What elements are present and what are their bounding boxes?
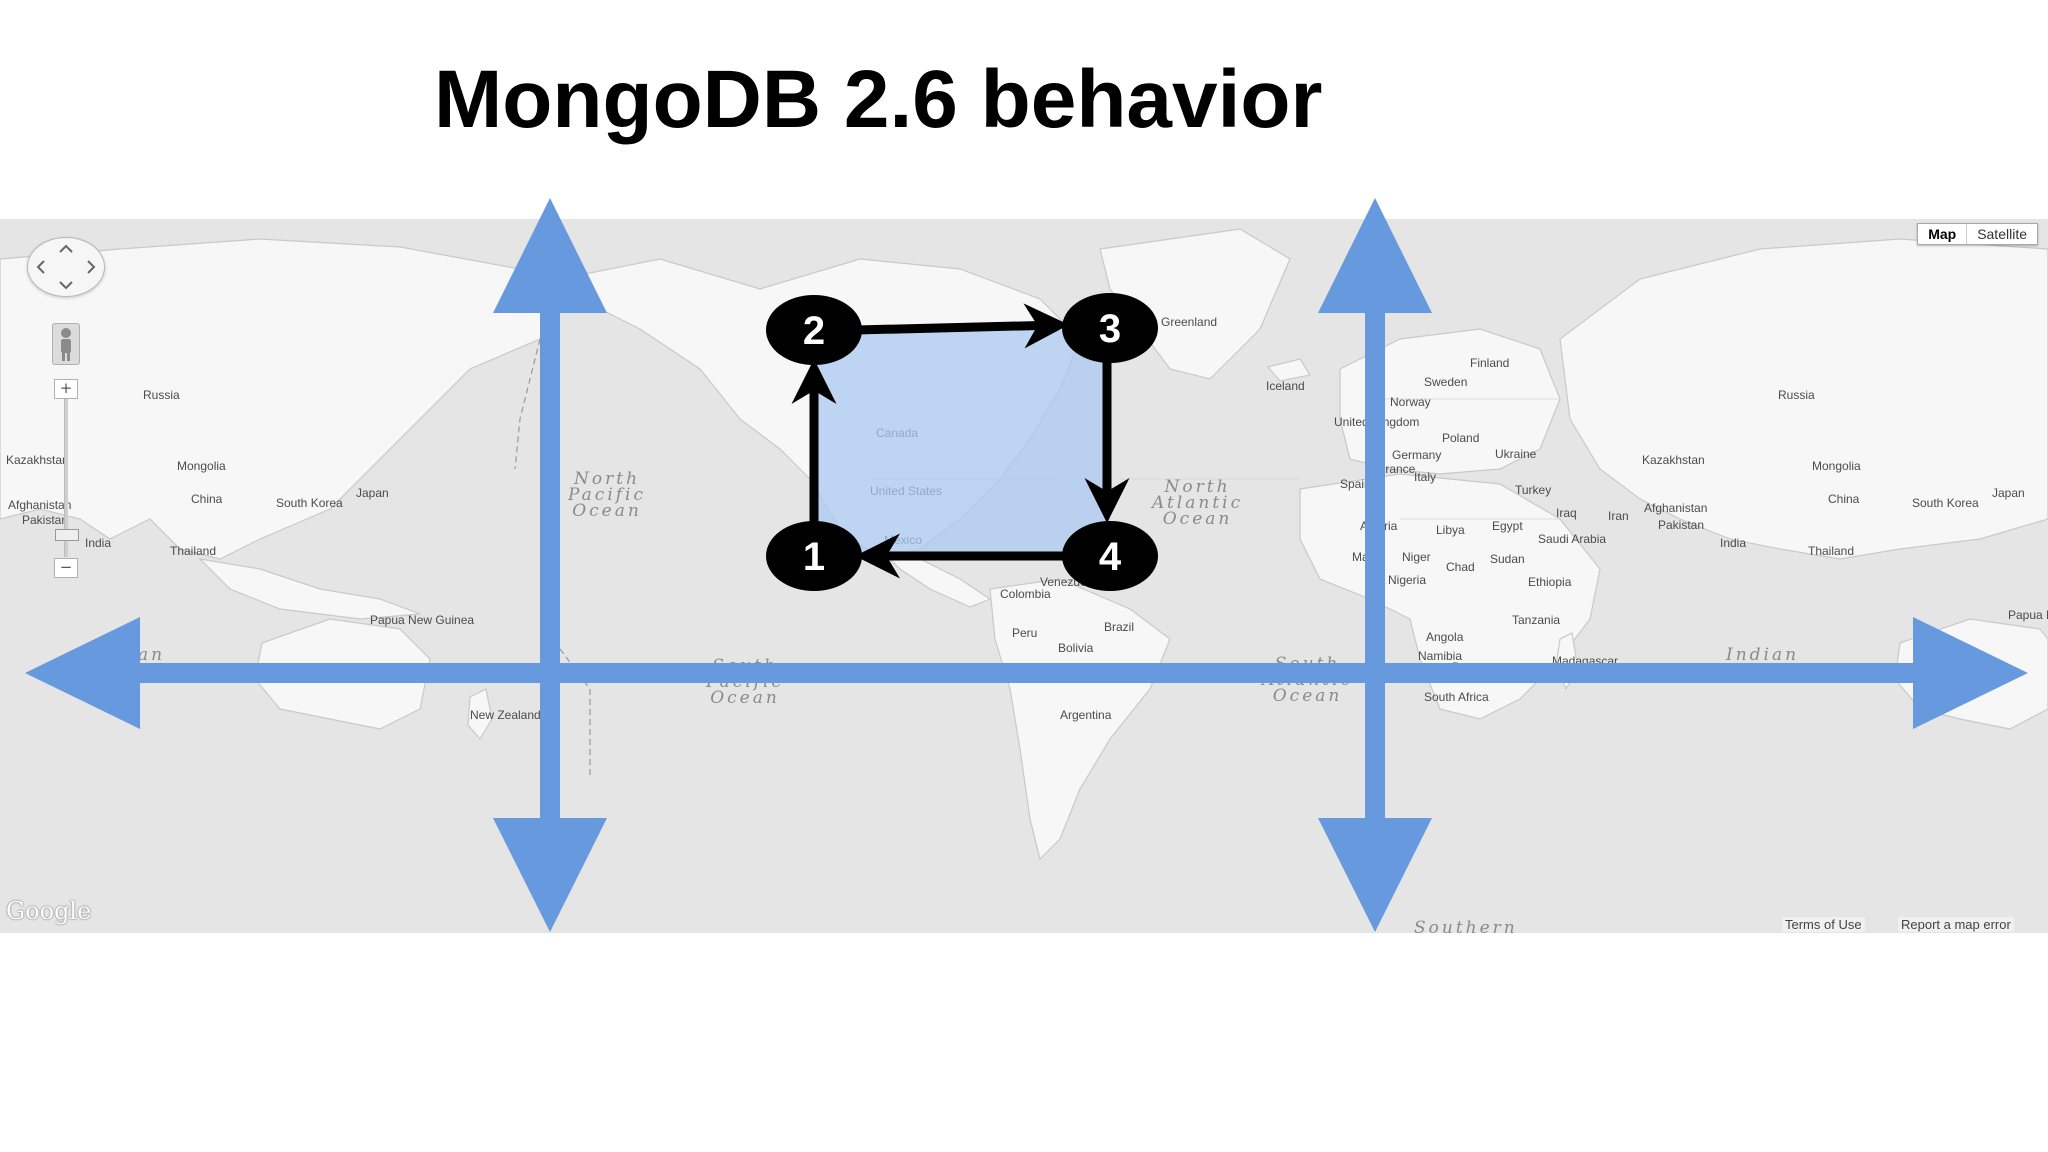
place-label: Chad — [1446, 560, 1475, 574]
place-label: Afghanistan — [8, 498, 72, 512]
place-label: United Kingdom — [1334, 415, 1420, 429]
place-label: Namibia — [1418, 649, 1463, 663]
place-label: Peru — [1012, 626, 1038, 640]
place-label: Iran — [1608, 509, 1629, 523]
place-label: Mongolia — [1812, 459, 1861, 473]
place-label: Turkey — [1515, 483, 1552, 497]
place-label: Saudi Arabia — [1538, 532, 1607, 546]
place-label: Egypt — [1492, 519, 1523, 533]
place-label: Bolivia — [1058, 641, 1094, 655]
place-label: Pakistan — [22, 513, 69, 527]
place-label: Canada — [876, 426, 919, 440]
place-label: New Zealand — [470, 708, 541, 722]
place-label: Argentina — [1060, 708, 1112, 722]
zoom-in-button[interactable]: + — [54, 379, 78, 399]
place-label: Kazakhstan — [1642, 453, 1705, 467]
place-label: Mexico — [884, 533, 923, 547]
ocean-label: Indian Ocean — [1726, 645, 1800, 681]
map-type-control[interactable]: Map Satellite — [1917, 223, 2038, 245]
pan-control[interactable] — [27, 237, 105, 297]
place-label: China — [1828, 492, 1860, 506]
place-label: Australia — [1956, 665, 2003, 679]
place-label: Sudan — [1490, 552, 1525, 566]
place-label: Papua New Guinea — [370, 613, 475, 627]
place-label: Poland — [1442, 431, 1480, 445]
place-label: Angola — [1426, 630, 1464, 644]
map-type-map-button[interactable]: Map — [1918, 224, 1968, 244]
place-label: Pakistan — [1658, 518, 1705, 532]
place-label: Colombia — [1000, 587, 1051, 601]
street-view-pegman-icon[interactable] — [52, 323, 80, 365]
place-label: Ukraine — [1495, 447, 1537, 461]
place-label: France — [1378, 462, 1416, 476]
place-label: Brazil — [1104, 620, 1135, 634]
place-label: Iceland — [1266, 379, 1305, 393]
map-type-satellite-button[interactable]: Satellite — [1977, 226, 2027, 242]
place-label: Greenland — [1161, 315, 1218, 329]
place-label: Italy — [1414, 470, 1437, 484]
place-label: Nigeria — [1388, 573, 1427, 587]
ocean-label: South Atlantic Ocean — [1262, 654, 1354, 706]
place-label: Kazakhstan — [6, 453, 69, 467]
ocean-label: North Pacific Ocean — [568, 469, 647, 521]
place-label: Libya — [1436, 523, 1465, 537]
place-label: Finland — [1470, 356, 1510, 370]
place-label: India — [1720, 536, 1747, 550]
zoom-slider-track[interactable] — [64, 399, 68, 557]
place-label: Australia — [320, 665, 367, 679]
ocean-label: North Atlantic Ocean — [1152, 477, 1244, 529]
place-label: Germany — [1392, 448, 1442, 462]
place-label: Mongolia — [177, 459, 226, 473]
place-label: Spain — [1340, 477, 1371, 491]
place-label: Chile — [1038, 670, 1066, 684]
report-map-error-link[interactable]: Report a map error — [1898, 917, 2014, 932]
place-label: United States — [870, 484, 943, 498]
ocean-label: Indian Ocean — [92, 645, 166, 681]
place-label: Mali — [1352, 550, 1375, 564]
ocean-label: Southern — [1414, 918, 1518, 934]
terms-of-use-link[interactable]: Terms of Use — [1782, 917, 1865, 932]
place-label: Russia — [143, 388, 180, 402]
place-label: Algeria — [1360, 519, 1398, 533]
place-label: Sweden — [1424, 375, 1468, 389]
landmass-layer — [0, 228, 2048, 861]
place-label: Thailand — [1808, 544, 1855, 558]
place-label: Japan — [1992, 486, 2025, 500]
place-label: Japan — [356, 486, 389, 500]
place-label: Norway — [1390, 395, 1431, 409]
place-label: India — [85, 536, 112, 550]
place-label: Madagascar — [1552, 654, 1619, 668]
place-label: Afghanistan — [1644, 501, 1708, 515]
place-label: Thailand — [170, 544, 217, 558]
place-label: South Korea — [276, 496, 343, 510]
zoom-slider-thumb[interactable] — [55, 529, 79, 541]
slide-title: MongoDB 2.6 behavior — [434, 54, 1323, 145]
place-label: Iraq — [1556, 506, 1577, 520]
place-label: Russia — [1778, 388, 1815, 402]
place-label: South Korea — [1912, 496, 1979, 510]
place-label: Papua New Guinea — [2008, 608, 2048, 622]
ocean-label: South Pacific Ocean — [706, 656, 785, 708]
pan-arrows-icon — [36, 244, 96, 290]
place-label: Niger — [1402, 550, 1431, 564]
zoom-out-button[interactable]: − — [54, 558, 78, 578]
place-label: Botswana — [1452, 660, 1505, 674]
place-label: China — [191, 492, 223, 506]
google-logo[interactable]: Google — [6, 897, 92, 925]
place-label: South Africa — [1424, 690, 1489, 704]
place-label: Tanzania — [1512, 613, 1561, 627]
place-label: Ethiopia — [1528, 575, 1572, 589]
